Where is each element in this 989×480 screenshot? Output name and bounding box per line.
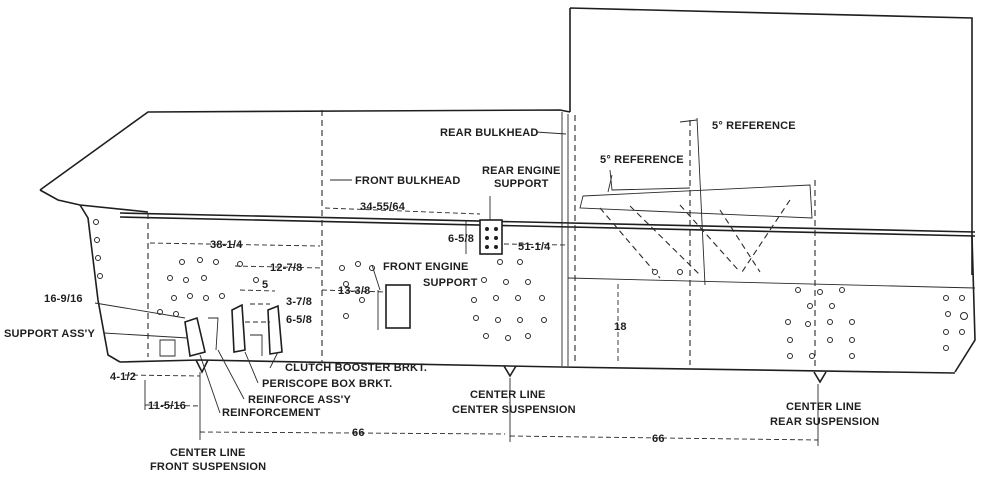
front-brackets bbox=[159, 303, 283, 358]
fender-line-bottom bbox=[119, 216, 976, 237]
frame-hole bbox=[652, 269, 658, 275]
reinforcement-leader bbox=[199, 354, 221, 414]
dim-3-7-8: 3-7/8 bbox=[286, 296, 312, 308]
suspension-extension-lines bbox=[199, 372, 819, 446]
label-cl-rear-1: CENTER LINE bbox=[786, 401, 862, 413]
support-assy-leader bbox=[103, 332, 189, 339]
rear-bulkhead-line bbox=[561, 112, 569, 366]
reference-5deg-line bbox=[696, 117, 706, 286]
dim-51-1-4: 51-1/4 bbox=[518, 241, 551, 253]
label-cl-center-1: CENTER LINE bbox=[470, 389, 546, 401]
dim-line-16-9-16 bbox=[94, 302, 186, 319]
label-5-reference-lower: 5° REFERENCE bbox=[600, 154, 684, 166]
dim-13-3-8: 13-3/8 bbox=[338, 285, 370, 297]
dim-line-38-1-4 bbox=[149, 242, 321, 247]
engine-compartment-floor bbox=[567, 277, 976, 289]
dim-18: 18 bbox=[614, 321, 627, 333]
label-rear-engine-support-2: SUPPORT bbox=[494, 178, 549, 190]
dim-4-1-2: 4-1/2 bbox=[110, 371, 136, 383]
label-cl-rear-2: REAR SUSPENSION bbox=[770, 416, 879, 428]
fender-line-top bbox=[119, 212, 976, 233]
dim-66-right: 66 bbox=[652, 433, 665, 445]
rear-bulkhead-leader bbox=[535, 131, 567, 135]
dim-line-66-left bbox=[199, 431, 506, 435]
engine-frame-top bbox=[579, 184, 813, 219]
dim-34-55-64: 34-55/64 bbox=[360, 201, 406, 213]
label-cl-front-2: FRONT SUSPENSION bbox=[150, 461, 266, 473]
label-reinforcement: REINFORCEMENT bbox=[222, 407, 321, 419]
rear-suspension-marker bbox=[813, 371, 827, 384]
dim-11-5-16: 11-5/16 bbox=[148, 400, 186, 412]
dim-12-7-8: 12-7/8 bbox=[270, 262, 302, 274]
clutch-booster-bracket bbox=[267, 304, 283, 355]
rear-superstructure-outline bbox=[569, 7, 973, 275]
diagram-labels: REAR BULKHEAD 5° REFERENCE 5° REFERENCE … bbox=[4, 120, 879, 473]
bow-lower-edge bbox=[79, 204, 121, 363]
dim-line-13-3-8 bbox=[321, 289, 387, 293]
rear-hull-slope bbox=[954, 235, 976, 373]
dim-5: 5 bbox=[262, 279, 268, 291]
label-front-engine-support-1: FRONT ENGINE bbox=[383, 261, 469, 273]
periscope-box-leader bbox=[244, 351, 259, 384]
front-suspension-marker bbox=[195, 359, 209, 374]
dim-6-5-8-top: 6-5/8 bbox=[448, 233, 474, 245]
dim-line-12-7-8 bbox=[234, 265, 323, 269]
small-bracket bbox=[250, 334, 263, 356]
reinforcement-plate bbox=[159, 339, 176, 357]
dim-line-11-5-16 bbox=[144, 404, 201, 407]
front-engine-support-bracket bbox=[377, 284, 411, 330]
ref-lower-tick bbox=[607, 174, 613, 193]
label-periscope-box: PERISCOPE BOX BRKT. bbox=[262, 378, 392, 390]
label-support-assy: SUPPORT ASS'Y bbox=[4, 328, 95, 340]
engine-compartment-structure bbox=[579, 117, 816, 370]
rear-engine-support-bracket bbox=[479, 219, 503, 255]
reinforce-assy-bracket bbox=[208, 317, 219, 351]
ref-lower-leader bbox=[609, 169, 691, 191]
label-cl-center-2: CENTER SUSPENSION bbox=[452, 404, 576, 416]
suspension-markers bbox=[195, 359, 827, 384]
center-suspension-marker bbox=[503, 365, 517, 378]
dimension-lines bbox=[94, 207, 819, 446]
label-rear-engine-support-1: REAR ENGINE bbox=[482, 165, 561, 177]
periscope-box-bracket bbox=[231, 303, 246, 353]
frame-hole bbox=[677, 269, 683, 275]
leader-lines bbox=[199, 119, 698, 414]
dim-16-9-16: 16-9/16 bbox=[44, 293, 83, 305]
ref-upper-leader bbox=[679, 119, 698, 123]
dim-line-51-1-4 bbox=[503, 243, 567, 246]
label-5-reference-upper: 5° REFERENCE bbox=[712, 120, 796, 132]
hull-outline bbox=[39, 7, 976, 374]
label-rear-bulkhead: REAR BULKHEAD bbox=[440, 127, 539, 139]
clutch-booster-leader bbox=[269, 351, 279, 369]
label-reinforce-assy: REINFORCE ASS'Y bbox=[248, 394, 351, 406]
reinforce-assy-leader bbox=[217, 349, 245, 400]
dim-line-4-1-2 bbox=[124, 374, 201, 377]
label-front-bulkhead: FRONT BULKHEAD bbox=[355, 175, 460, 187]
dim-6-5-8-low: 6-5/8 bbox=[286, 314, 312, 326]
dim-line-5 bbox=[239, 289, 276, 292]
dim-line-66-right bbox=[509, 435, 819, 441]
support-assy-bracket bbox=[184, 316, 206, 358]
dim-38-1-4: 38-1/4 bbox=[210, 239, 243, 251]
engine-frame-struts bbox=[599, 199, 791, 279]
upper-hull-line bbox=[39, 109, 571, 191]
hull-holes bbox=[93, 219, 968, 359]
dimension-labels: 34-55/64 6-5/8 51-1/4 38-1/4 12-7/8 13-3… bbox=[44, 201, 665, 445]
hull-bottom-line bbox=[119, 359, 956, 374]
dim-line-34-55-64 bbox=[324, 207, 481, 215]
dim-66-left: 66 bbox=[352, 427, 365, 439]
front-engine-support-leader bbox=[371, 264, 381, 291]
label-front-engine-support-2: SUPPORT bbox=[423, 277, 478, 289]
label-clutch-booster: CLUTCH BOOSTER BRKT. bbox=[285, 362, 427, 374]
label-cl-front-1: CENTER LINE bbox=[170, 447, 246, 459]
glacis-tip bbox=[39, 189, 149, 213]
